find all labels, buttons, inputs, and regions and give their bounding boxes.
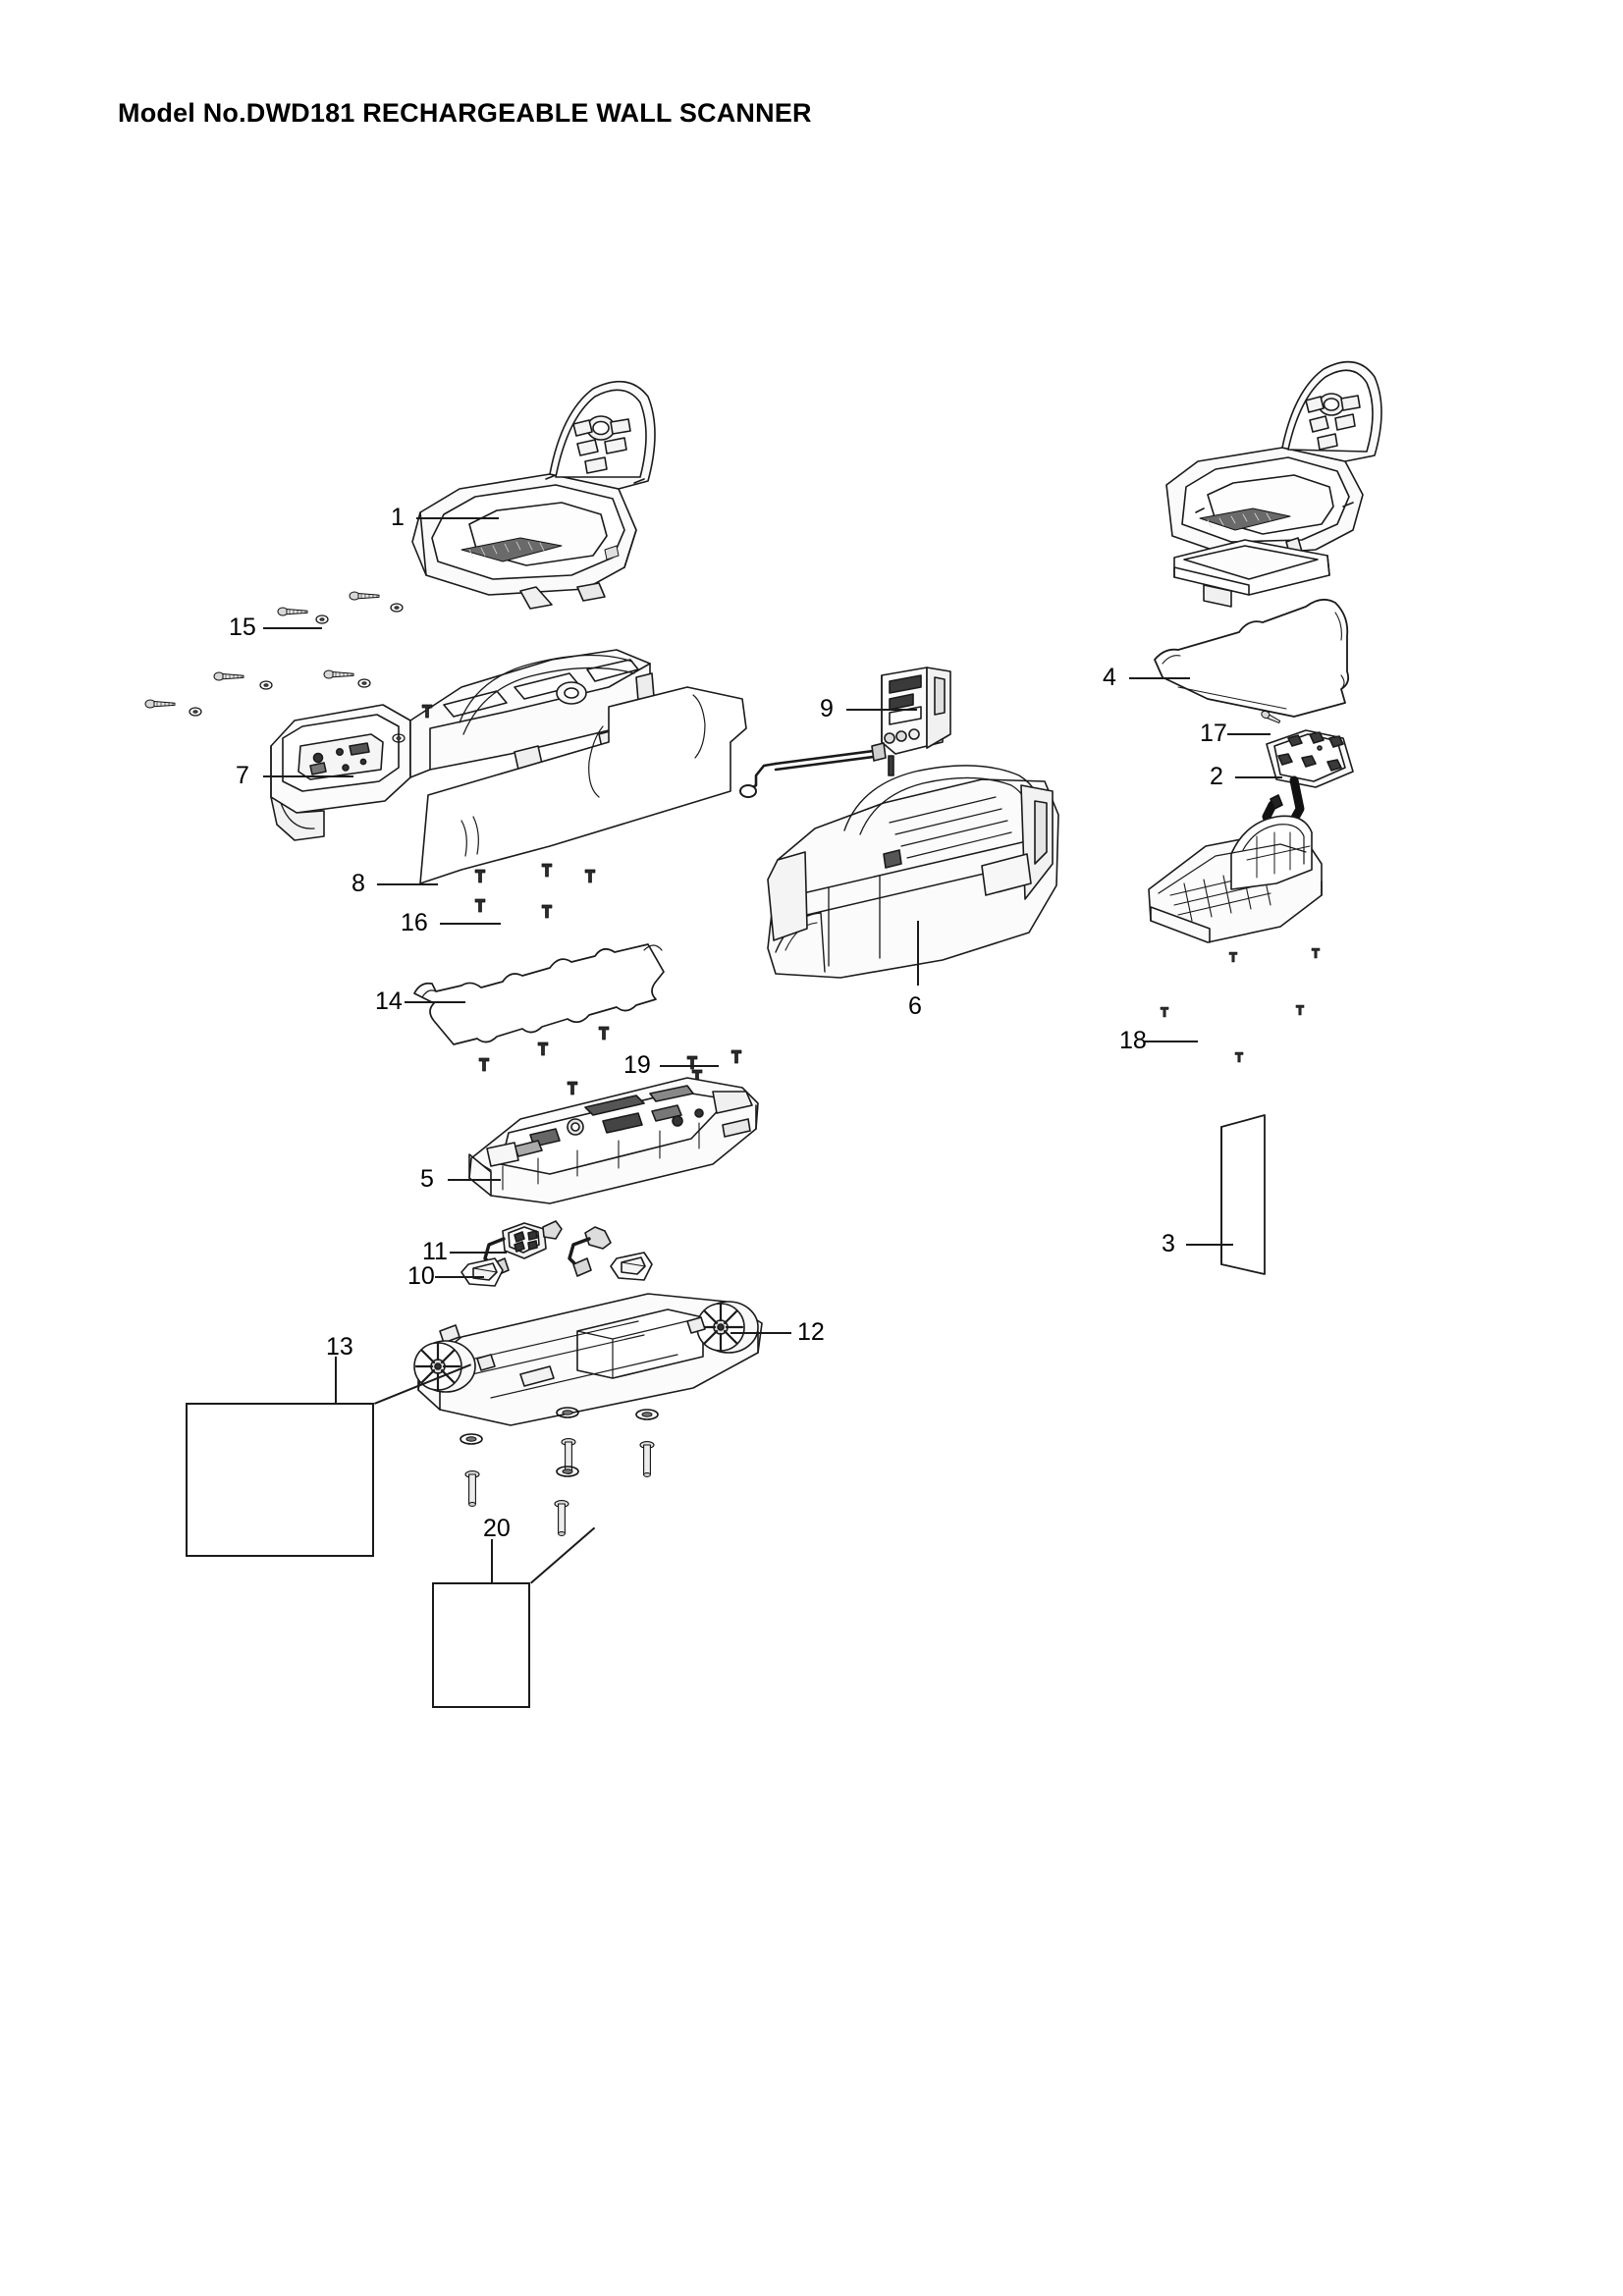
part-8-label-panel bbox=[419, 686, 747, 884]
part-11-sensor-wire-left bbox=[483, 1220, 563, 1277]
leader-line-2 bbox=[1235, 776, 1282, 778]
part-15-long-screws bbox=[144, 591, 435, 743]
leader-line-13 bbox=[335, 1357, 337, 1404]
callout-3[interactable]: 3 bbox=[1162, 1230, 1175, 1257]
wheel-detail-box bbox=[186, 1403, 374, 1557]
callout-17[interactable]: 17 bbox=[1200, 720, 1227, 747]
callout-7[interactable]: 7 bbox=[236, 762, 249, 789]
callout-6[interactable]: 6 bbox=[908, 992, 922, 1020]
part-12-wheel-chassis bbox=[413, 1293, 763, 1426]
leader-line-18 bbox=[1145, 1041, 1198, 1042]
leader-line-19 bbox=[660, 1065, 719, 1067]
part-14-gasket-seal bbox=[413, 943, 665, 1045]
part-16-short-screws bbox=[392, 704, 596, 919]
callout-1[interactable]: 1 bbox=[391, 504, 405, 531]
part-5-main-pcb bbox=[468, 1077, 759, 1204]
part-11-sensor-wire-right bbox=[568, 1226, 612, 1277]
callout-5[interactable]: 5 bbox=[420, 1165, 434, 1193]
callout-11[interactable]: 11 bbox=[422, 1238, 448, 1265]
leader-line-10 bbox=[435, 1276, 484, 1278]
leader-line-15 bbox=[263, 627, 322, 629]
callout-8[interactable]: 8 bbox=[352, 870, 365, 897]
leader-line-12 bbox=[730, 1332, 791, 1334]
leader-line-6 bbox=[917, 921, 919, 986]
callout-15[interactable]: 15 bbox=[229, 614, 256, 641]
leader-line-1 bbox=[416, 517, 499, 519]
leader-line-11 bbox=[450, 1252, 507, 1254]
callout-16[interactable]: 16 bbox=[401, 909, 428, 936]
callout-4[interactable]: 4 bbox=[1103, 664, 1116, 691]
callout-19[interactable]: 19 bbox=[623, 1051, 651, 1079]
leader-line-14 bbox=[405, 1001, 465, 1003]
leader-line-8 bbox=[377, 883, 438, 885]
part-9-battery-module bbox=[739, 667, 951, 798]
leader-line-20-diagonal bbox=[530, 1526, 596, 1584]
callout-20[interactable]: 20 bbox=[483, 1515, 511, 1542]
leader-line-4 bbox=[1129, 677, 1190, 679]
leader-line-3 bbox=[1186, 1244, 1233, 1246]
part-7-inner-chassis bbox=[270, 649, 655, 841]
callout-14[interactable]: 14 bbox=[375, 988, 403, 1015]
callout-18[interactable]: 18 bbox=[1119, 1027, 1147, 1054]
leader-line-17 bbox=[1227, 733, 1271, 735]
leader-line-9 bbox=[846, 709, 917, 711]
part-1-scanner-assembly bbox=[411, 380, 656, 610]
leader-line-20 bbox=[491, 1539, 493, 1584]
callout-10[interactable]: 10 bbox=[407, 1262, 435, 1290]
part-6-right-housing bbox=[767, 765, 1059, 979]
leader-line-16 bbox=[440, 923, 501, 925]
callout-13[interactable]: 13 bbox=[326, 1333, 353, 1361]
part-18-lid-screws bbox=[1160, 947, 1321, 1063]
leader-line-13-diagonal bbox=[374, 1363, 472, 1405]
right-column-assembly bbox=[1148, 360, 1382, 1275]
axle-detail-box bbox=[432, 1582, 530, 1708]
callout-9[interactable]: 9 bbox=[820, 695, 834, 722]
leader-line-5 bbox=[448, 1179, 501, 1181]
leader-line-7 bbox=[263, 775, 353, 777]
part-19-pcb-screws bbox=[478, 1026, 742, 1095]
page-title: Model No.DWD181 RECHARGEABLE WALL SCANNE… bbox=[118, 98, 812, 128]
callout-2[interactable]: 2 bbox=[1210, 763, 1223, 790]
part-10-contact-pads bbox=[460, 1252, 653, 1287]
callout-12[interactable]: 12 bbox=[797, 1318, 825, 1346]
